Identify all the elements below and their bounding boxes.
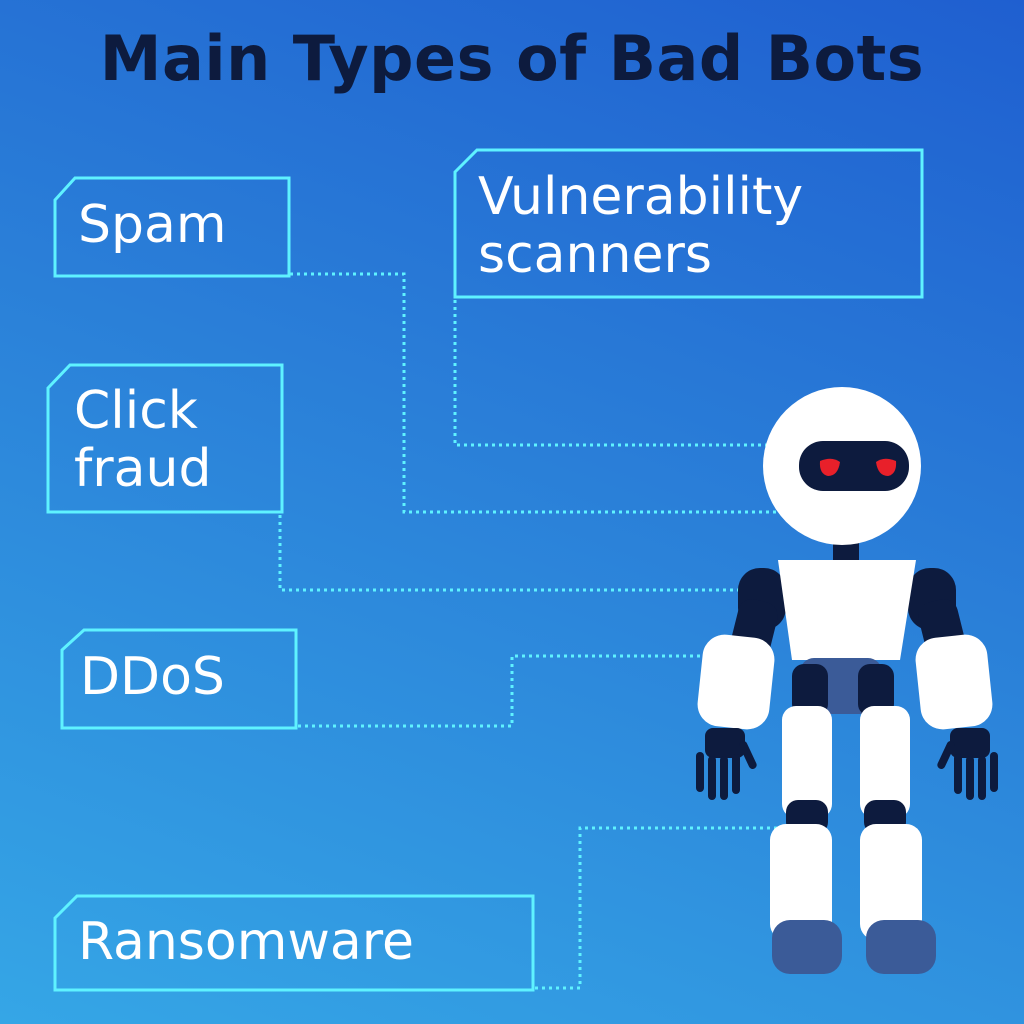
ddos-box [60,628,298,730]
robot-torso [778,560,916,660]
robot-left-foot [772,920,842,974]
robot-right-hand [937,728,998,800]
ransomware-box [53,894,535,992]
robot-right-forearm [915,634,993,730]
vulnerability-connector [453,300,770,447]
robot-right-eye [876,458,897,476]
ransomware-label: Ransomware [78,912,414,972]
click-fraud-connector [278,515,748,592]
vulnerability-box [453,148,924,299]
robot-illustration [696,387,998,974]
ddos-connector [298,654,712,728]
robot-left-forearm [697,634,775,730]
spam-box [53,176,291,278]
page-title: Main Types of Bad Bots [99,22,925,95]
robot-right-thigh [860,706,910,818]
ransomware-connector [535,826,782,990]
robot-left-thigh [782,706,832,818]
click-fraud-label: Click fraud [74,381,212,499]
vulnerability-scanners-label: Vulnerability scanners [478,167,804,285]
robot-right-shin [860,824,922,940]
robot-hip-right [858,664,894,716]
robot-left-hand [696,728,757,800]
robot-visor [799,441,909,491]
click-fraud-box [46,363,284,514]
ddos-label: DDoS [80,647,225,707]
robot-right-foot [866,920,936,974]
robot-left-eye [819,458,840,476]
spam-connector [290,272,780,514]
spam-label: Spam [78,195,227,255]
robot-left-shin [770,824,832,940]
robot-hip-left [792,664,828,716]
